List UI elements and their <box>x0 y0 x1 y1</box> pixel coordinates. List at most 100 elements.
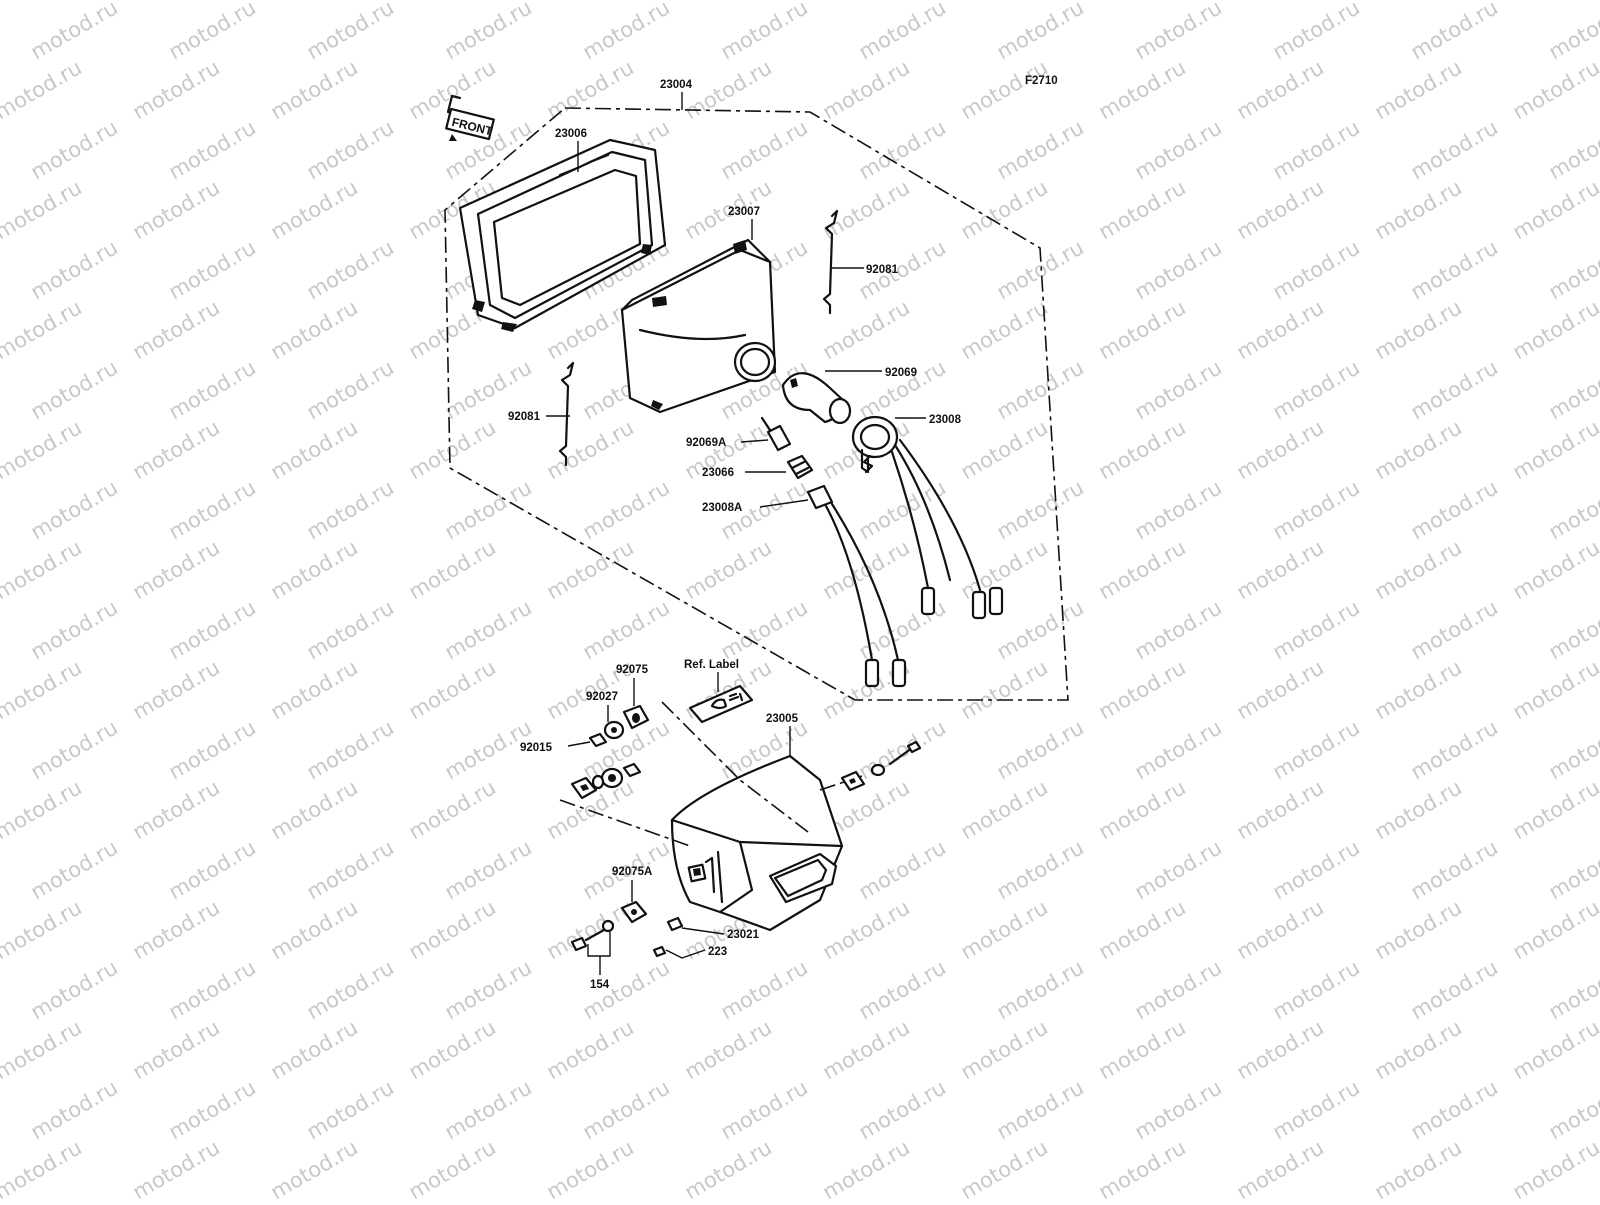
watermark-text: motod.ru <box>1233 1135 1328 1200</box>
watermark-text: motod.ru <box>303 115 398 184</box>
watermark-text: motod.ru <box>1545 715 1600 784</box>
watermark-text: motod.ru <box>441 1075 536 1144</box>
watermark-text: motod.ru <box>1371 655 1466 724</box>
watermark-text: motod.ru <box>1269 715 1364 784</box>
watermark-text: motod.ru <box>441 835 536 904</box>
watermark-text: motod.ru <box>0 0 86 4</box>
watermark-text: motod.ru <box>717 0 812 64</box>
watermark-text: motod.ru <box>441 595 536 664</box>
watermark-text: motod.ru <box>441 0 536 64</box>
watermark-text: motod.ru <box>0 415 86 484</box>
label-92075A: 92075A <box>612 866 652 878</box>
watermark-text: motod.ru <box>303 1075 398 1144</box>
main-bulb <box>783 373 850 423</box>
watermark-text: motod.ru <box>855 955 950 1024</box>
watermark-text: motod.ru <box>129 55 224 124</box>
watermark-text: motod.ru <box>1131 115 1226 184</box>
watermark-text: motod.ru <box>543 0 638 4</box>
watermark-text: motod.ru <box>1545 955 1600 1024</box>
watermark-text: motod.ru <box>957 295 1052 364</box>
watermark-text: motod.ru <box>1371 775 1466 844</box>
collar-23021 <box>668 918 682 930</box>
washer-92027 <box>605 722 623 738</box>
watermark-text: motod.ru <box>441 1195 536 1200</box>
watermark-text: motod.ru <box>1407 955 1502 1024</box>
watermark-text: motod.ru <box>543 1135 638 1200</box>
label-92015: 92015 <box>520 742 553 754</box>
watermark-text: motod.ru <box>957 775 1052 844</box>
watermark-text: motod.ru <box>27 1195 122 1200</box>
watermark-text: motod.ru <box>819 1135 914 1200</box>
watermark-text: motod.ru <box>1095 55 1190 124</box>
watermark-text: motod.ru <box>1233 415 1328 484</box>
watermark-text: motod.ru <box>1233 175 1328 244</box>
watermark-text: motod.ru <box>1131 475 1226 544</box>
watermark-text: motod.ru <box>1545 1195 1600 1200</box>
watermark-text: motod.ru <box>819 295 914 364</box>
watermark-text: motod.ru <box>129 535 224 604</box>
watermark-text: motod.ru <box>405 1135 500 1200</box>
watermark-text: motod.ru <box>1407 475 1502 544</box>
watermark-text: motod.ru <box>957 655 1052 724</box>
watermark-text: motod.ru <box>957 415 1052 484</box>
watermark-text: motod.ru <box>1509 895 1600 964</box>
watermark-text: motod.ru <box>993 955 1088 1024</box>
watermark-text: motod.ru <box>27 595 122 664</box>
watermark-text: motod.ru <box>957 535 1052 604</box>
watermark-text: motod.ru <box>993 235 1088 304</box>
watermark-text: motod.ru <box>1509 535 1600 604</box>
watermark-text: motod.ru <box>855 1075 950 1144</box>
watermark-text: motod.ru <box>27 355 122 424</box>
watermark-text: motod.ru <box>855 0 950 64</box>
watermark-text: motod.ru <box>1407 595 1502 664</box>
watermark-text: motod.ru <box>579 715 674 784</box>
watermark-text: motod.ru <box>267 415 362 484</box>
watermark-text: motod.ru <box>1269 1075 1364 1144</box>
watermark-text: motod.ru <box>267 895 362 964</box>
label-23004: 23004 <box>660 79 693 91</box>
watermark-text: motod.ru <box>1269 235 1364 304</box>
watermark-text: motod.ru <box>1545 1075 1600 1144</box>
label-23008A: 23008A <box>702 502 742 514</box>
watermark-text: motod.ru <box>1233 1015 1328 1084</box>
watermark-text: motod.ru <box>1509 295 1600 364</box>
watermark-text: motod.ru <box>1371 1015 1466 1084</box>
watermark-text: motod.ru <box>1095 415 1190 484</box>
watermark-text: motod.ru <box>303 835 398 904</box>
watermark-text: motod.ru <box>1269 475 1364 544</box>
watermark-text: motod.ru <box>27 475 122 544</box>
watermark-text: motod.ru <box>1269 1195 1364 1200</box>
watermark-text: motod.ru <box>1407 1075 1502 1144</box>
watermark-text: motod.ru <box>441 955 536 1024</box>
watermark-text: motod.ru <box>405 535 500 604</box>
watermark-text: motod.ru <box>267 1135 362 1200</box>
watermark-text: motod.ru <box>165 715 260 784</box>
watermark-text: motod.ru <box>165 115 260 184</box>
watermark-text: motod.ru <box>957 175 1052 244</box>
watermark-text: motod.ru <box>543 415 638 484</box>
ref-label-title: Ref. Label <box>684 659 739 671</box>
watermark-text: motod.ru <box>993 1195 1088 1200</box>
watermark-text: motod.ru <box>303 1195 398 1200</box>
watermark-text: motod.ru <box>1269 955 1364 1024</box>
watermark-text: motod.ru <box>993 715 1088 784</box>
watermark-text: motod.ru <box>1131 1075 1226 1144</box>
label-23021: 23021 <box>727 929 760 941</box>
watermark-text: motod.ru <box>303 475 398 544</box>
watermark-text: motod.ru <box>27 715 122 784</box>
watermark-text: motod.ru <box>129 895 224 964</box>
watermark-text: motod.ru <box>165 1075 260 1144</box>
screw-223 <box>654 947 665 956</box>
watermark-text: motod.ru <box>303 355 398 424</box>
watermark-text: motod.ru <box>303 595 398 664</box>
watermark-text: motod.ru <box>0 295 86 364</box>
watermark-text: motod.ru <box>1095 295 1190 364</box>
watermark-text: motod.ru <box>303 955 398 1024</box>
watermark-text: motod.ru <box>993 0 1088 64</box>
watermark-text: motod.ru <box>1545 835 1600 904</box>
watermark-text: motod.ru <box>1371 175 1466 244</box>
watermark-text: motod.ru <box>129 775 224 844</box>
watermark-text: motod.ru <box>1509 175 1600 244</box>
watermark-text: motod.ru <box>267 1015 362 1084</box>
